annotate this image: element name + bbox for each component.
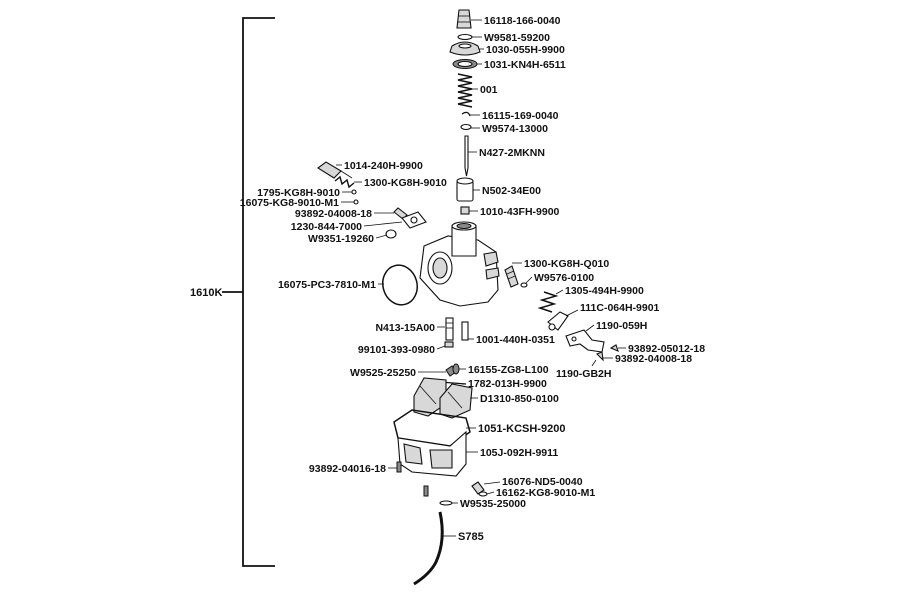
o-ring-large-shape: [382, 264, 418, 306]
callout-drain-tube: S785: [458, 531, 484, 543]
callout-o-ring-small-2: 16075-KG8-9010-M1: [240, 197, 339, 209]
float-shape: [413, 377, 473, 419]
assembly-label: 1610K: [190, 287, 222, 299]
callout-drain-screw: 16076-ND5-0040: [502, 476, 583, 488]
callout-needle-cap: 16118-166-0040: [484, 15, 561, 27]
callout-insulator-ring: W9351-19260: [308, 233, 374, 245]
o-ring-small-2-shape: [353, 199, 359, 205]
callout-clip: 16115-169-0040: [482, 110, 559, 122]
callout-labels: 16118-166-0040 W9581-59200 1030-055H-990…: [240, 15, 705, 543]
choke-screw-shape: [317, 161, 353, 179]
callout-choke-screw: 1014-240H-9900: [344, 160, 423, 172]
callout-o-ring-small: 1795-KG8H-9010: [257, 187, 340, 199]
callout-bowl-gasket: 1051-KCSH-9200: [478, 423, 565, 435]
float-valve-shape: [452, 363, 460, 375]
callout-bowl-screw: 93892-04016-18: [309, 463, 386, 475]
callout-screw-top: 93892-04008-18: [295, 208, 372, 220]
needle-cap-shape: [456, 9, 472, 29]
valve-nut-shape: [460, 206, 470, 215]
callout-e-ring: W9574-13000: [482, 123, 548, 135]
insulator-ring-shape: [385, 229, 397, 239]
callout-air-screw-washer: W9576-0100: [534, 272, 594, 284]
screw-top-shape: [393, 207, 408, 220]
carburetor-body-shape: [419, 221, 500, 307]
callout-valve-nut: 1010-43FH-9900: [480, 206, 560, 218]
callout-float: D1310-850-0100: [480, 393, 559, 405]
cap-washer-shape: [457, 33, 473, 41]
callout-float-pin-clip: W9525-25250: [350, 367, 416, 379]
callout-jet-washer: 99101-393-0980: [358, 344, 435, 356]
drain-clip-shape: [439, 500, 453, 506]
top-gasket-shape: [452, 59, 478, 69]
throttle-valve-shape: [456, 177, 474, 202]
callout-float-valve: 16155-ZG8-L100: [468, 364, 549, 376]
callout-throttle-spring: 1305-494H-9900: [565, 285, 644, 297]
top-cover-shape: [449, 41, 481, 56]
drain-screw-shape: [471, 481, 485, 495]
callout-bracket: 1190-059H: [596, 320, 647, 332]
spring-shape: [457, 73, 473, 108]
callout-o-ring-large: 16075-PC3-7810-M1: [278, 279, 376, 291]
callout-spring: 001: [480, 84, 498, 96]
jet-washer-shape: [444, 341, 454, 348]
lever-shape: [547, 311, 569, 331]
callout-choke-spring: 1300-KG8H-9010: [364, 177, 447, 189]
drain-o-ring-shape: [478, 491, 488, 497]
jet-needle-shape: [464, 135, 469, 177]
callout-bracket-plate: 1190-GB2H: [556, 368, 611, 380]
parts-drawings: [317, 9, 619, 586]
callout-drain-o-ring: 16162-KG8-9010-M1: [496, 487, 595, 499]
callout-drain-clip: W9535-25000: [460, 498, 526, 510]
callout-top-cover: 1030-055H-9900: [486, 44, 565, 56]
callout-cap-washer: W9581-59200: [484, 32, 550, 44]
insulator-shape: [401, 211, 427, 229]
callout-lever: 111C-064H-9901: [580, 302, 660, 314]
callout-main-jet-holder: N413-15A00: [375, 322, 435, 334]
main-jet-holder-shape: [445, 317, 454, 341]
needle-jet-shape: [461, 321, 469, 341]
assembly-bracket: 1610K: [190, 17, 275, 567]
e-ring-shape: [460, 123, 472, 131]
callout-bracket-screw: 93892-05012-18: [628, 343, 705, 355]
callout-needle-jet: 1001-440H-0351: [476, 334, 555, 346]
bracket-screw-2-shape: [596, 351, 604, 362]
callout-bracket-screw-2: 93892-04008-18: [615, 353, 692, 365]
air-screw-shape: [504, 265, 519, 288]
choke-spring-shape: [334, 175, 355, 189]
clip-shape: [461, 111, 471, 117]
callout-float-bowl: 105J-092H-9911: [480, 447, 558, 459]
bracket-screw-shape: [609, 344, 619, 352]
callout-jet-needle: N427-2MKNN: [479, 147, 545, 159]
callout-top-gasket: 1031-KN4H-6511: [484, 59, 566, 71]
callout-float-pin: 1782-013H-9900: [468, 378, 547, 390]
callout-air-screw: 1300-KG8H-Q010: [524, 258, 609, 270]
o-ring-small-shape: [351, 189, 357, 195]
bowl-screw-shape: [396, 461, 429, 497]
callout-insulator: 1230-844-7000: [291, 221, 362, 233]
throttle-spring-shape: [537, 291, 559, 313]
leader-lines: [336, 19, 626, 537]
float-bowl-shape: [397, 430, 467, 477]
bracket-shape: [565, 329, 605, 353]
air-screw-washer-shape: [520, 282, 528, 288]
callout-throttle-valve: N502-34E00: [482, 185, 541, 197]
